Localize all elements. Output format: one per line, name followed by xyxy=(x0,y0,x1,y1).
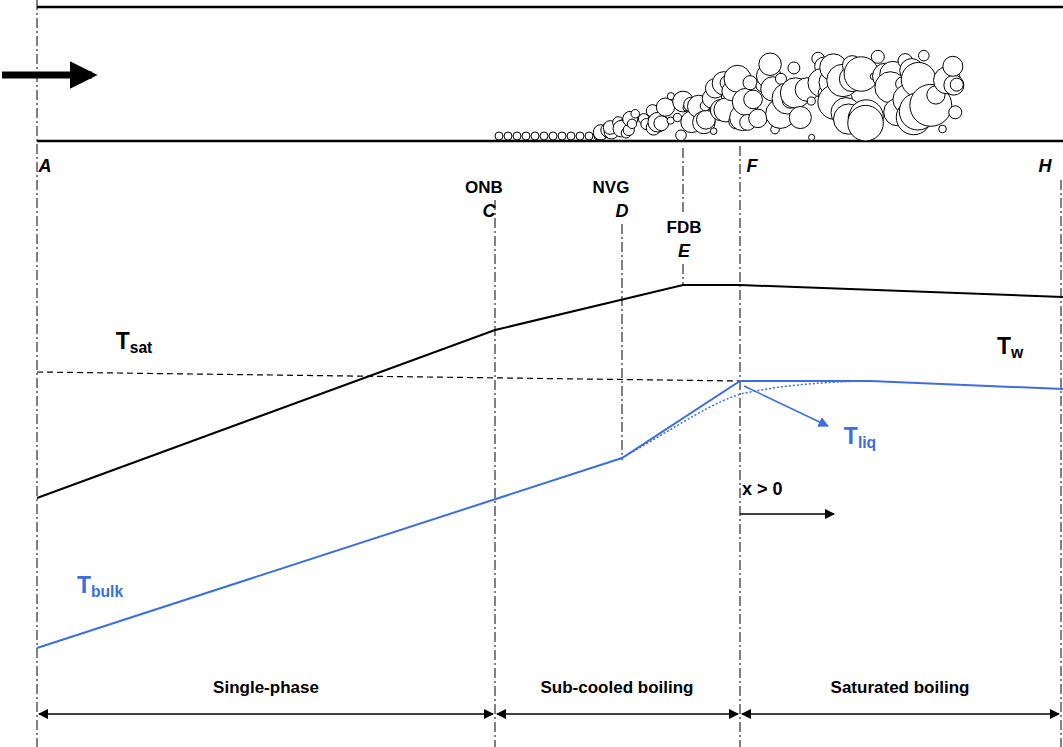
leader-arrow xyxy=(744,386,828,426)
station-letter: E xyxy=(678,242,690,262)
station-letter: F xyxy=(747,157,758,177)
bubble xyxy=(540,132,548,140)
bubble xyxy=(950,78,963,91)
tube-wall-top xyxy=(37,6,1063,9)
bubble xyxy=(919,50,930,61)
bubble xyxy=(871,50,884,63)
bubble xyxy=(788,62,800,74)
bubble xyxy=(848,105,884,141)
station-letter: D xyxy=(616,202,629,222)
bubble xyxy=(944,75,964,95)
bubbles xyxy=(495,50,964,141)
region-label: Sub-cooled boiling xyxy=(541,679,694,698)
bubble xyxy=(576,132,584,140)
bubble xyxy=(656,98,674,116)
bubble xyxy=(654,116,669,131)
bubble xyxy=(710,128,717,135)
station-letter: A xyxy=(39,157,52,177)
bulk-temperature-line xyxy=(37,381,1063,648)
bubble xyxy=(759,53,781,75)
bubble xyxy=(939,125,947,133)
bubble xyxy=(631,110,639,118)
bubble xyxy=(949,106,962,119)
temperature-label: Tw xyxy=(997,334,1023,361)
bubble xyxy=(504,132,512,140)
flow-arrow xyxy=(2,72,92,79)
temperature-label: Tliq xyxy=(844,424,876,451)
station-letter: H xyxy=(1039,157,1052,177)
quality-arrow xyxy=(740,513,834,515)
bubble xyxy=(495,132,503,140)
bubble xyxy=(749,109,767,127)
temperature-label: Tbulk xyxy=(77,573,123,600)
station-name: FDB xyxy=(667,219,702,238)
bubble xyxy=(673,113,681,121)
bubble xyxy=(522,132,530,140)
station-name: ONB xyxy=(465,179,503,198)
tube-wall-bottom xyxy=(37,140,1063,143)
saturation-line xyxy=(37,372,740,381)
wall-temperature-line xyxy=(37,285,1063,498)
bubble xyxy=(627,119,636,128)
bubble xyxy=(743,76,757,90)
bubble xyxy=(807,97,815,105)
bubble xyxy=(513,132,521,140)
bubble xyxy=(789,106,811,128)
bubble xyxy=(549,132,557,140)
station-name: NVG xyxy=(593,179,630,198)
bubble xyxy=(676,130,687,141)
temperature-label: Tsat xyxy=(116,329,153,356)
bubble xyxy=(558,132,566,140)
liquid-temperature-line xyxy=(622,381,860,458)
bubble xyxy=(809,134,815,140)
station-lines xyxy=(37,0,1061,747)
bubble xyxy=(567,132,575,140)
region-label: Saturated boiling xyxy=(831,679,970,698)
bubble xyxy=(744,90,763,109)
station-letter: C xyxy=(483,202,496,222)
region-arrows xyxy=(39,713,1059,715)
bubble xyxy=(531,132,539,140)
bubble xyxy=(943,56,963,76)
quality-label: x > 0 xyxy=(742,480,783,500)
bubble xyxy=(585,132,593,140)
region-label: Single-phase xyxy=(213,679,319,698)
